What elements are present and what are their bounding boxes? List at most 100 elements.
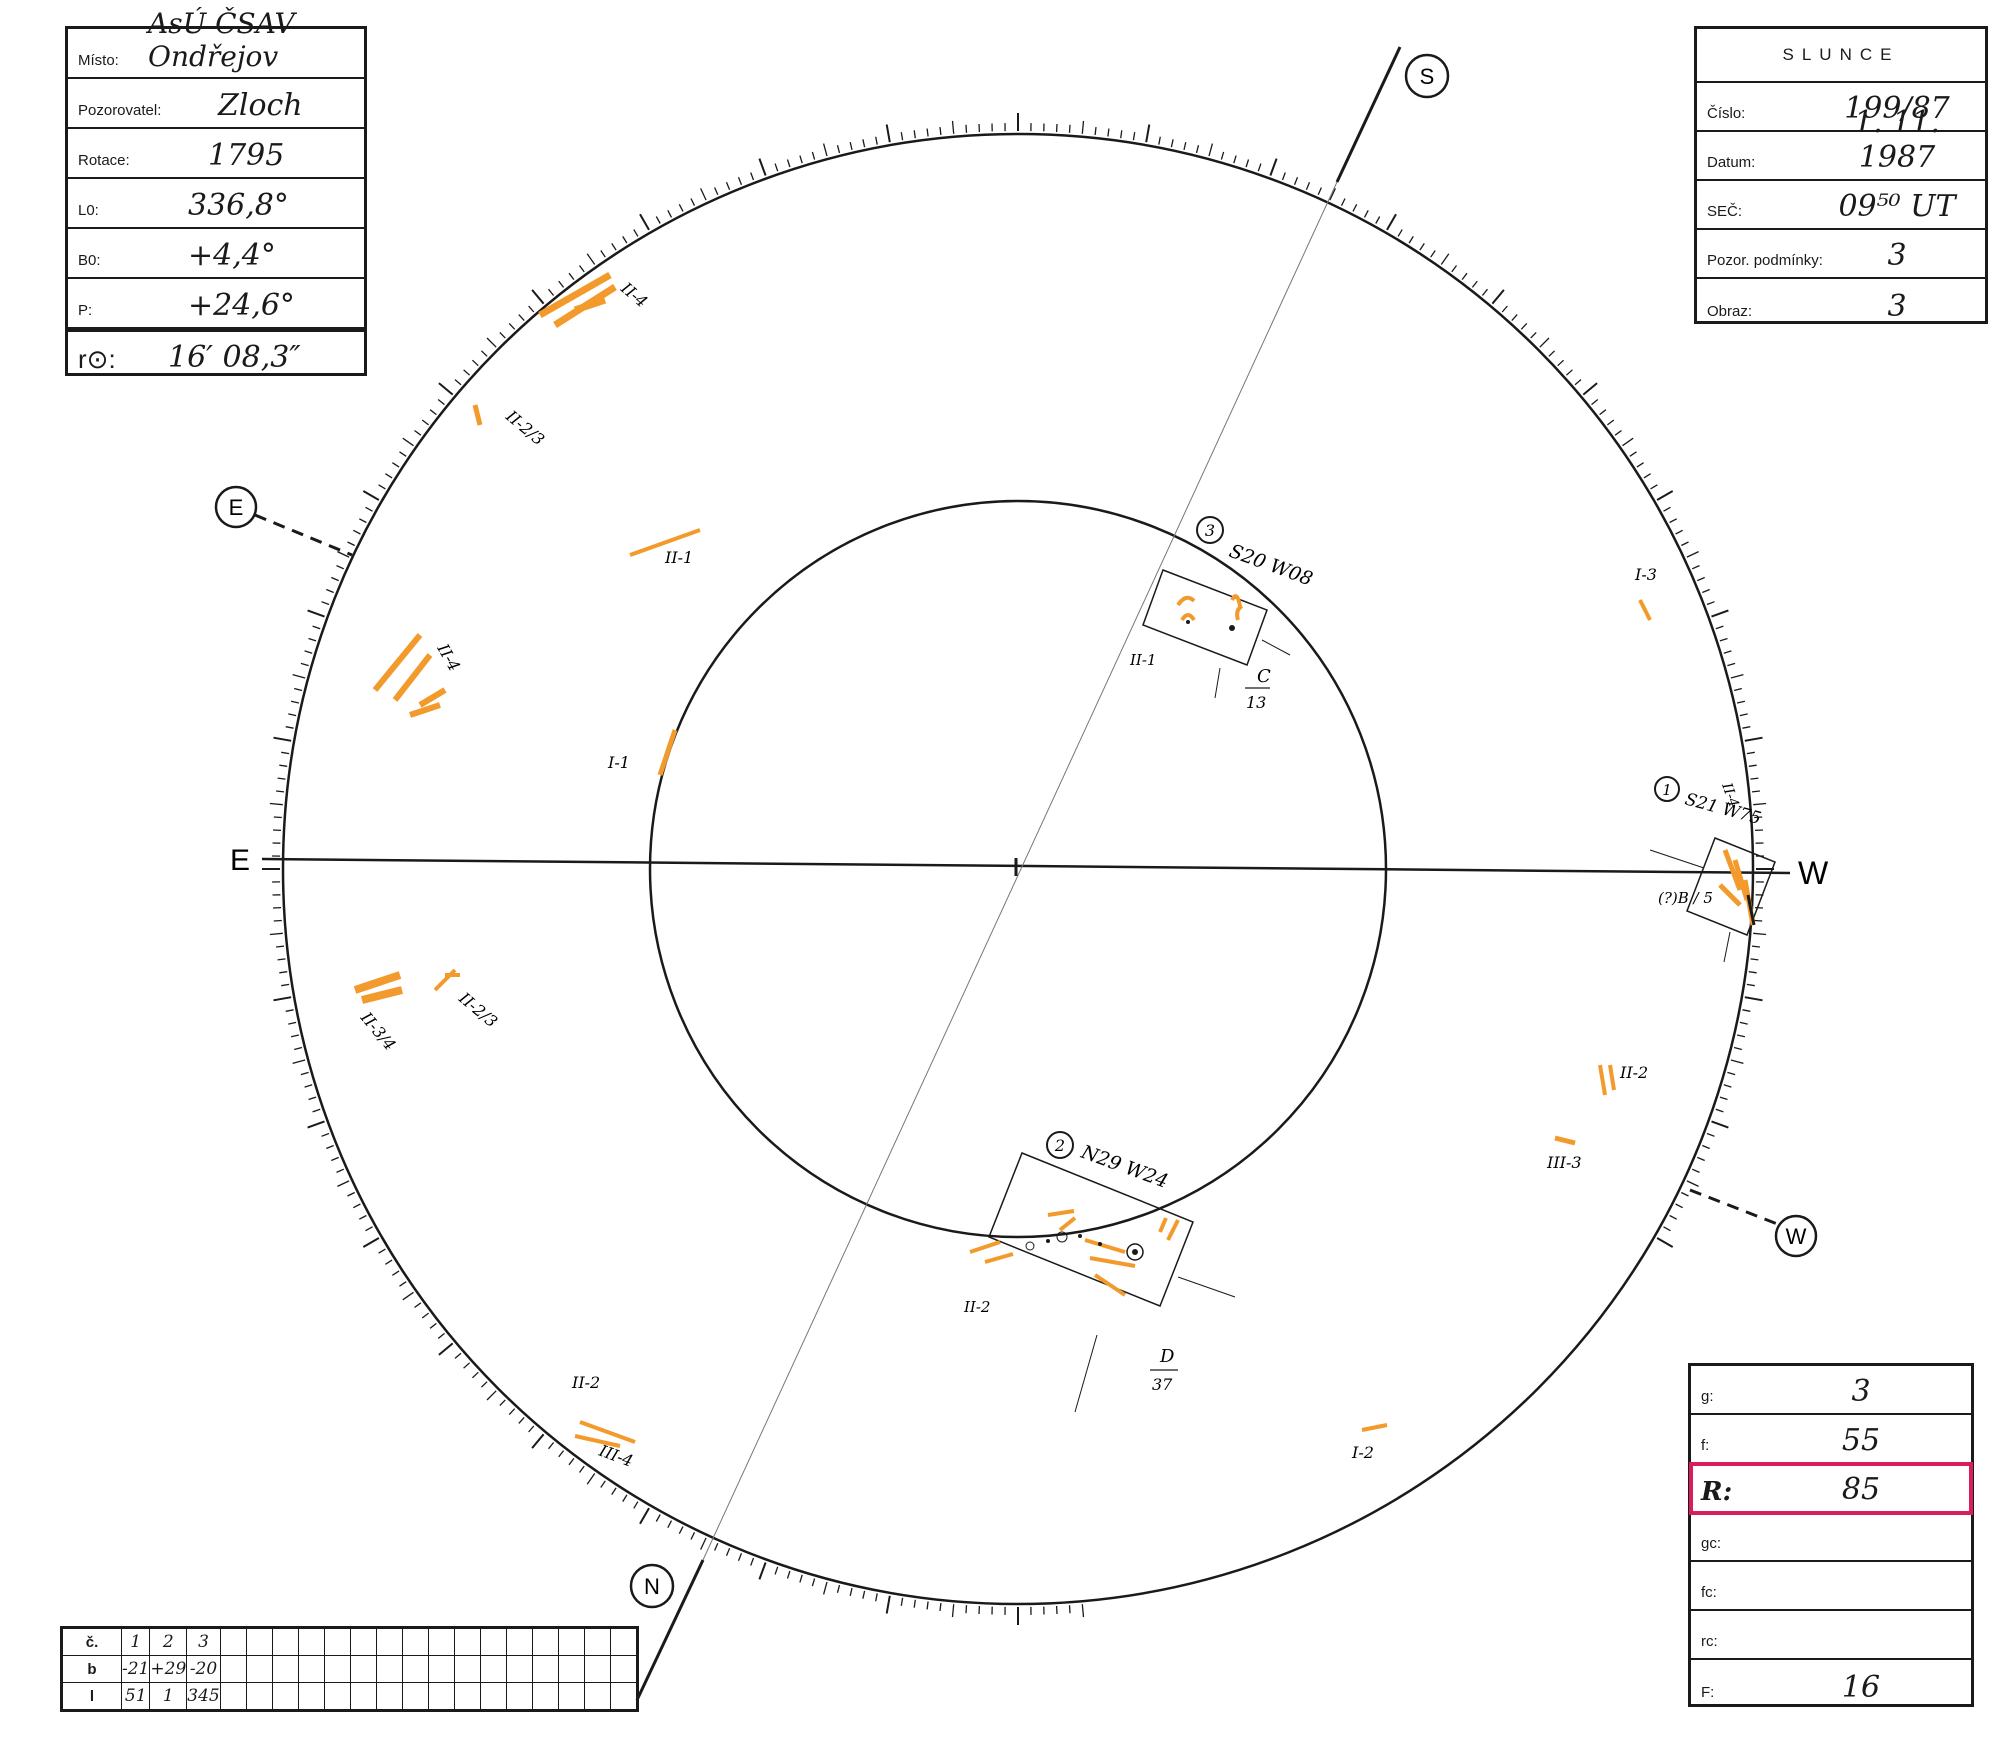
slunce-title: SLUNCE xyxy=(1697,29,1985,83)
table-cell xyxy=(349,1627,377,1656)
tick-mark xyxy=(269,802,283,806)
group-3-class: C xyxy=(1257,666,1271,687)
group-2-coords: N29 W24 xyxy=(1077,1141,1171,1193)
datum-label: Datum: xyxy=(1707,154,1756,171)
group-2-spot xyxy=(1078,1234,1082,1238)
tick-mark xyxy=(568,272,575,280)
tick-mark xyxy=(307,1120,325,1129)
tick-mark xyxy=(690,1532,696,1540)
group-3-pointer-2 xyxy=(1261,639,1291,656)
table-cell xyxy=(271,1682,299,1711)
table-cell xyxy=(245,1627,273,1656)
polar-axis xyxy=(702,181,1338,1561)
group-3-pointer xyxy=(1214,667,1221,699)
tick-mark xyxy=(1753,932,1767,936)
tick-mark xyxy=(849,1587,853,1597)
tick-mark xyxy=(352,529,361,535)
tick-mark xyxy=(437,398,445,406)
tick-mark xyxy=(774,1566,779,1575)
tick-mark xyxy=(308,637,317,642)
tick-mark xyxy=(1548,350,1556,357)
tick-mark xyxy=(304,1084,313,1088)
rotace-row: Rotace: 1795 xyxy=(68,129,364,179)
tick-mark xyxy=(1068,124,1071,133)
table-cell xyxy=(401,1682,429,1711)
tick-mark xyxy=(655,216,661,224)
table-cell: 1 xyxy=(149,1682,188,1711)
tick-mark xyxy=(1107,128,1110,137)
tick-mark xyxy=(300,1071,309,1076)
east-axis-label: E xyxy=(230,844,250,877)
tick-mark xyxy=(965,124,968,133)
tick-mark xyxy=(586,1473,596,1485)
table-cell xyxy=(297,1655,325,1683)
tick-mark xyxy=(531,289,545,305)
table-cell xyxy=(375,1627,403,1656)
table-cell xyxy=(219,1655,247,1683)
tick-mark xyxy=(1582,382,1598,396)
tick-mark xyxy=(862,1590,866,1599)
table-cell xyxy=(245,1655,273,1683)
tick-mark xyxy=(429,1322,437,1329)
r-row: r⊙: 16′ 08,3″ xyxy=(68,329,364,379)
tick-mark xyxy=(273,736,292,742)
tick-mark xyxy=(1691,565,1700,570)
facula-label: II-2 xyxy=(571,1373,600,1392)
b0-label: B0: xyxy=(78,252,101,269)
group-3-number: 3 xyxy=(1205,521,1215,540)
tick-mark xyxy=(600,250,606,258)
faculae xyxy=(353,271,1652,1448)
facula-label: II-4 xyxy=(433,640,464,675)
tick-mark xyxy=(1451,265,1458,273)
gc-row: gc: xyxy=(1691,1513,1971,1562)
tick-mark xyxy=(1730,673,1744,679)
facula-label: III-3 xyxy=(1546,1153,1582,1172)
tick-mark xyxy=(352,1203,361,1209)
tick-mark xyxy=(1656,1237,1674,1248)
tick-mark xyxy=(1742,726,1751,729)
activity-index-box: g: 3 f: 55 R: 85 gc: fc: rc: F: 16 xyxy=(1688,1363,1974,1707)
tick-mark xyxy=(1375,216,1381,224)
group-2-class: D xyxy=(1159,1346,1175,1367)
tick-mark xyxy=(269,932,283,936)
tick-mark xyxy=(1565,369,1573,376)
group-3-faculae xyxy=(1176,594,1244,622)
tick-mark xyxy=(276,945,285,948)
table-cell xyxy=(323,1682,351,1711)
tick-mark xyxy=(667,209,673,218)
facula-label: I-3 xyxy=(1634,565,1657,584)
table-cell xyxy=(375,1655,403,1683)
tick-mark xyxy=(518,314,525,322)
tick-mark xyxy=(362,490,380,501)
tick-mark xyxy=(799,1574,803,1583)
facula-patch xyxy=(574,1420,636,1448)
table-cell xyxy=(453,1627,481,1656)
pozorovatel-row: Pozorovatel: Zloch xyxy=(68,79,364,129)
tick-mark xyxy=(1340,198,1346,206)
tick-mark xyxy=(1145,124,1151,143)
tick-mark xyxy=(1195,145,1200,154)
tick-mark xyxy=(1471,280,1478,288)
tick-mark xyxy=(737,177,743,185)
tick-mark xyxy=(463,1362,471,1369)
table-cell xyxy=(479,1627,507,1656)
tick-mark xyxy=(288,713,297,717)
tick-mark xyxy=(725,1548,731,1556)
tick-mark xyxy=(463,369,471,376)
tick-mark xyxy=(1183,141,1187,151)
east-ecliptic-label: E xyxy=(229,495,244,520)
north-marker-circle xyxy=(629,1563,675,1609)
tick-mark xyxy=(1397,229,1403,237)
tick-mark xyxy=(281,983,290,987)
p-value: +24,6° xyxy=(188,288,295,323)
facula-label: I-1 xyxy=(607,753,630,772)
tick-mark xyxy=(421,1312,429,1319)
tick-mark xyxy=(1233,155,1237,164)
fc-row: fc: xyxy=(1691,1562,1971,1611)
tick-mark xyxy=(951,120,955,134)
tick-mark xyxy=(639,213,650,231)
tick-mark xyxy=(690,198,696,206)
table-cell: 1 xyxy=(120,1627,151,1656)
tick-mark xyxy=(1675,1203,1684,1209)
